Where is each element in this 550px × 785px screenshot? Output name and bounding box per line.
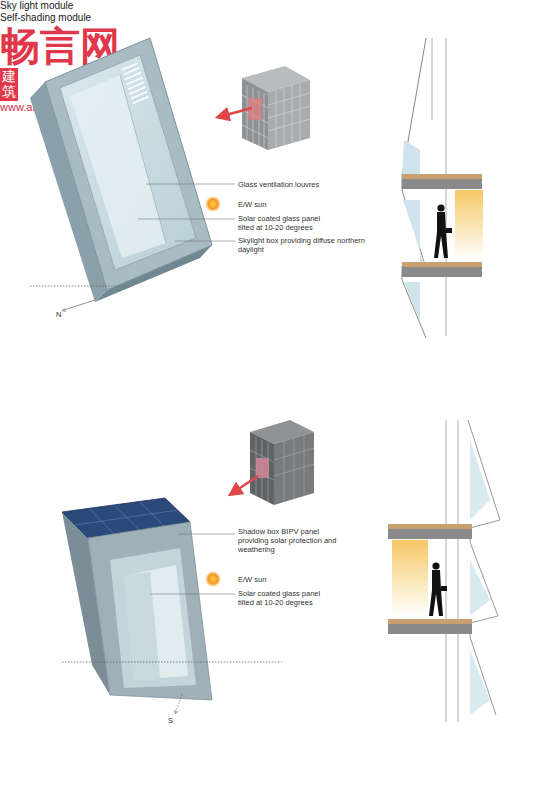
orientation-label: N	[56, 310, 61, 319]
watermark: 畅言网	[0, 24, 550, 68]
watermark: 建筑	[0, 68, 18, 101]
sun-label: E/W sun	[238, 200, 318, 209]
callout-label: Glass ventilation louvres	[238, 180, 348, 189]
callout-label: Solar coated glass panel tilted at 10-20…	[238, 214, 328, 232]
callout-label: Shadow box BIPV panel providing solar pr…	[238, 527, 338, 554]
module-caption: Self-shading module	[0, 12, 550, 24]
sun-label: E/W sun	[238, 575, 318, 584]
module-caption: Sky light module	[0, 0, 550, 12]
building-thumbnail	[234, 420, 314, 505]
orientation-label: S	[168, 716, 173, 725]
building-thumbnail	[222, 66, 310, 150]
facade-section	[388, 420, 500, 722]
skylight-module	[30, 38, 235, 310]
facade-section	[402, 38, 483, 338]
callout-label: Skylight box providing diffuse northern …	[238, 236, 368, 254]
callout-label: Solar coated glass panel tilted at 10-20…	[238, 589, 328, 607]
